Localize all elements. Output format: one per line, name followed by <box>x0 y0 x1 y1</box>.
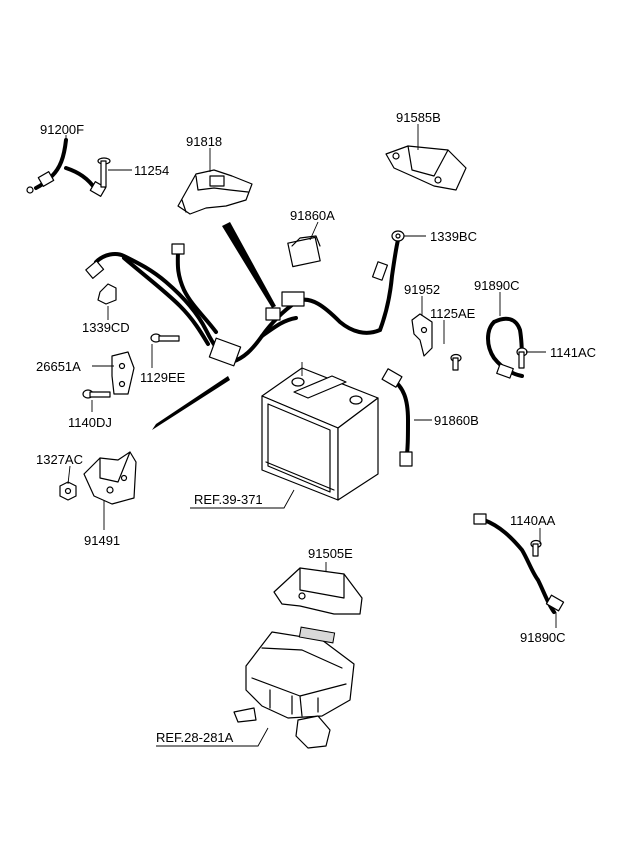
part-1339BC-nut <box>391 230 405 242</box>
part-91491-bracket <box>83 451 137 505</box>
label-1339BC: 1339BC <box>430 229 477 244</box>
label-1140AA: 1140AA <box>510 513 556 528</box>
battery-tray <box>233 626 355 749</box>
part-1125AE-bolt <box>450 353 462 371</box>
battery <box>261 362 379 501</box>
label-91890C-bottom: 91890C <box>520 630 566 645</box>
part-91860A-harness <box>85 235 400 367</box>
label-1140DJ: 1140DJ <box>68 415 112 430</box>
part-1339CD-grommet <box>97 283 117 305</box>
label-91200F: 91200F <box>40 122 84 137</box>
label-11254: 11254 <box>134 163 169 178</box>
part-91890C-strap-top <box>486 316 524 379</box>
part-1140DJ-bolt <box>82 389 111 399</box>
label-91818: 91818 <box>186 134 222 149</box>
label-91585B: 91585B <box>396 110 441 125</box>
label-91860B: 91860B <box>434 413 479 428</box>
label-91890C-top: 91890C <box>474 278 520 293</box>
pointer-wedge-lower <box>152 376 230 430</box>
part-1327AC-nut <box>59 481 77 501</box>
part-11254-bolt <box>97 157 111 188</box>
part-1140AA-bolt <box>530 539 542 557</box>
part-91585B-cover <box>385 145 467 191</box>
label-91952: 91952 <box>404 282 440 297</box>
pointer-wedge-upper <box>222 222 276 308</box>
part-1141AC-bolt <box>516 347 528 369</box>
label-1327AC: 1327AC <box>36 452 83 467</box>
part-91818-bracket <box>177 169 253 215</box>
part-91505E-cover <box>273 567 363 615</box>
part-91890C-strap-bottom <box>473 513 565 614</box>
leader-lines <box>65 124 557 747</box>
label-ref-39-371: REF.39-371 <box>194 492 263 507</box>
label-91860A: 91860A <box>290 208 335 223</box>
label-1339CD: 1339CD <box>82 320 130 335</box>
label-1125AE: 1125AE <box>430 306 476 321</box>
part-91860B-cable <box>381 368 413 467</box>
part-26651A-bracket <box>111 351 135 395</box>
label-ref-28-281A: REF.28-281A <box>156 730 234 745</box>
label-91491: 91491 <box>84 533 120 548</box>
label-91505E: 91505E <box>308 546 353 561</box>
part-91200F-cable <box>26 138 107 197</box>
part-91952-bracket <box>411 313 433 357</box>
part-labels: 91200F 11254 91818 91585B 91860A 1339BC … <box>36 110 596 745</box>
label-1141AC: 1141AC <box>550 345 596 360</box>
label-26651A: 26651A <box>36 359 81 374</box>
part-1129EE-bolt <box>150 333 180 343</box>
label-1129EE: 1129EE <box>140 370 186 385</box>
